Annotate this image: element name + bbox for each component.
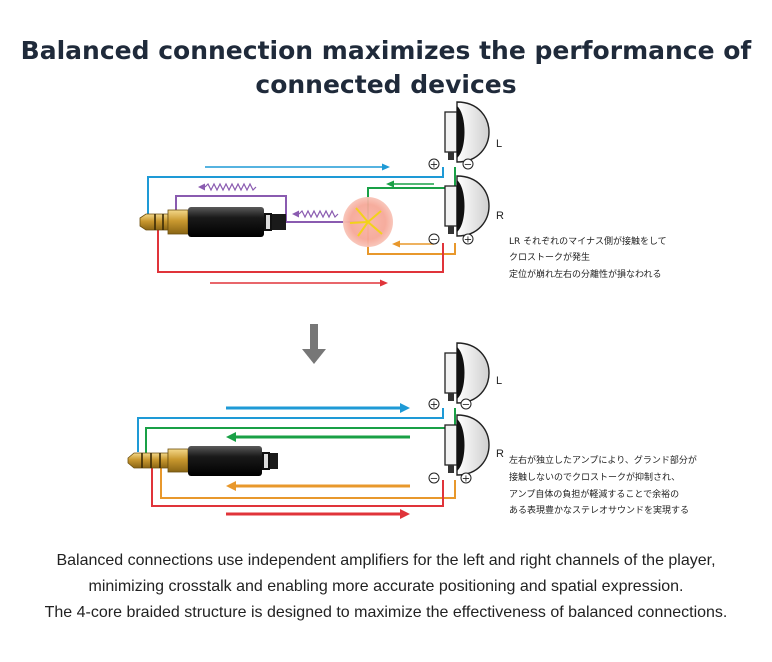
bottom-note-line-2: 接触しないのでクロストークが抑制され、 — [509, 471, 680, 483]
title-line-1: Balanced connection maximizes the perfor… — [20, 36, 752, 65]
svg-text:+: + — [430, 400, 438, 411]
bottom-earphone-l — [444, 342, 490, 404]
top-note-line-1: LR それぞれのマイナス側が接触をして — [509, 235, 667, 247]
svg-text:−: − — [464, 160, 472, 171]
page-title: Balanced connection maximizes the perfor… — [0, 34, 772, 102]
top-note-line-2: クロストークが発生 — [509, 251, 590, 263]
bottom-wire-orange — [160, 466, 456, 499]
bottom-note-line-4: ある表現豊かなステレオサウンドを実現する — [509, 504, 689, 516]
svg-text:−: − — [430, 474, 438, 485]
top-note: LR それぞれのマイナス側が接触をして クロストークが発生 定位が崩れ左右の分離… — [509, 235, 667, 280]
bottom-note: 左右が独立したアンプにより、グランド部分が 接触しないのでクロストークが抑制され… — [509, 454, 697, 516]
minus-terminal-icon: − — [460, 398, 472, 411]
plus-terminal-icon: + — [460, 472, 472, 485]
bottom-label-l: L — [496, 375, 502, 387]
svg-text:−: − — [462, 400, 470, 411]
minus-terminal-icon: − — [428, 472, 440, 485]
bottom-wire-green — [145, 408, 456, 455]
earphone-icon — [444, 342, 490, 404]
bottom-diagram: L + − R − + 左右が独立したアンプにより、グランド部分が 接触しないの… — [127, 342, 697, 519]
bottom-arrow-green — [226, 432, 410, 442]
plus-terminal-icon: + — [462, 233, 474, 246]
down-arrow-icon — [302, 324, 326, 364]
title-line-2: connected devices — [255, 70, 517, 99]
bottom-wire-blue — [137, 408, 444, 452]
earphone-icon — [444, 414, 490, 476]
svg-text:+: + — [464, 235, 472, 246]
earphone-icon — [444, 175, 490, 237]
caption-line-2: minimizing crosstalk and enabling more a… — [88, 578, 684, 595]
bottom-note-line-1: 左右が独立したアンプにより、グランド部分が — [509, 454, 697, 466]
bottom-label-r: R — [496, 448, 504, 460]
caption-line-1: Balanced connections use independent amp… — [56, 552, 716, 569]
svg-text:+: + — [462, 474, 470, 485]
bottom-arrow-orange — [226, 481, 410, 491]
top-earphone-r — [444, 175, 490, 237]
top-plug — [139, 207, 286, 237]
earphone-icon — [444, 101, 490, 163]
top-arrow-purple-noise-1 — [198, 182, 257, 192]
minus-terminal-icon: − — [428, 233, 440, 246]
crosstalk-spark-icon — [343, 197, 393, 247]
top-label-l: L — [496, 138, 502, 150]
top-label-r: R — [496, 210, 504, 222]
minus-terminal-icon: − — [462, 158, 474, 171]
top-arrow-green — [386, 180, 434, 188]
top-arrow-purple-noise-2 — [292, 209, 339, 219]
bottom-arrow-blue — [226, 403, 410, 413]
svg-text:+: + — [430, 160, 438, 171]
bottom-earphone-r — [444, 414, 490, 476]
bottom-arrow-red — [226, 509, 410, 519]
bottom-plug — [127, 446, 278, 476]
top-arrow-blue — [205, 163, 390, 171]
bottom-note-line-3: アンプ自体の負担が軽減することで余裕の — [509, 488, 679, 500]
plus-terminal-icon: + — [428, 398, 440, 411]
svg-text:−: − — [430, 235, 438, 246]
bottom-wire-red — [151, 466, 444, 507]
top-note-line-3: 定位が崩れ左右の分離性が損なわれる — [509, 268, 662, 280]
top-diagram: L + − R − + LR それぞれのマイナス側が接触をして クロストークが発… — [139, 101, 667, 287]
top-earphone-l — [444, 101, 490, 163]
plus-terminal-icon: + — [428, 158, 440, 171]
caption-line-3: The 4-core braided structure is designed… — [44, 604, 728, 621]
top-arrow-orange — [392, 240, 434, 248]
caption: Balanced connections use independent amp… — [0, 548, 772, 626]
top-arrow-red — [210, 279, 388, 287]
